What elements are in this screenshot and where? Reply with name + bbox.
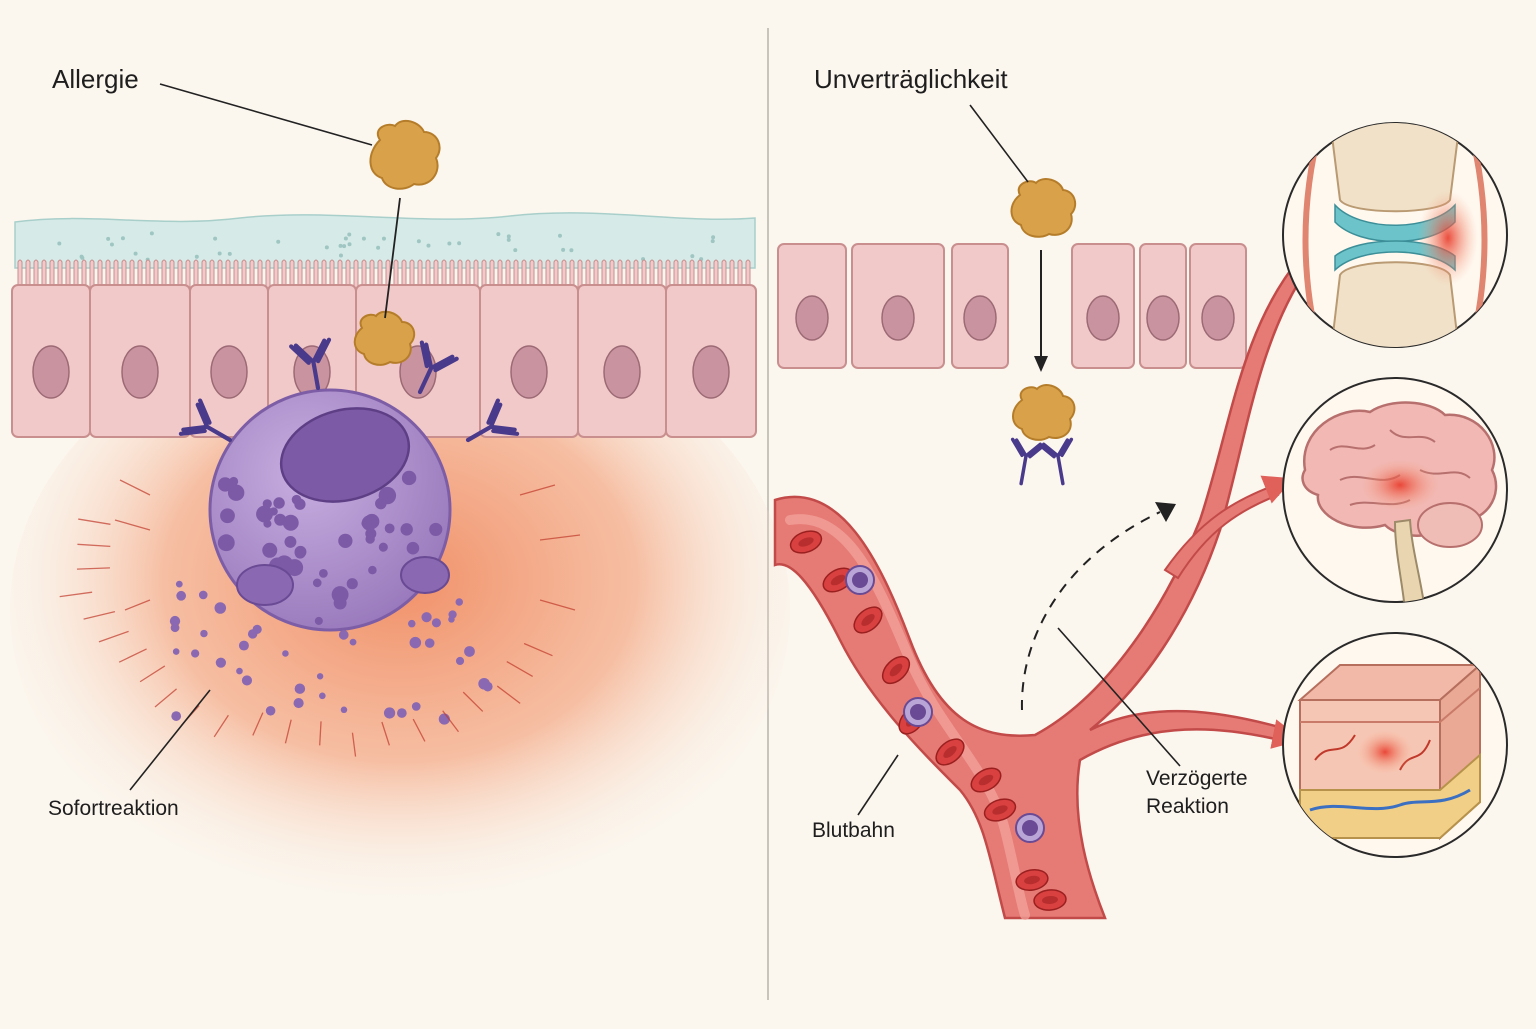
igg-antibodies [1010,437,1074,486]
sofortreaktion-leader-line [129,689,211,791]
microvilli [17,259,751,288]
delayed-reaction-label-line1: Verzögerte [1146,767,1248,790]
allergen-particle [369,119,441,190]
burst-lines [59,479,581,757]
allergen-particle-bound [353,310,416,366]
branch-arrow-brain [1260,475,1294,504]
blood-cells [789,530,1067,911]
left-panel [10,83,790,910]
blutbahn-label: Blutbahn [812,819,895,842]
unvertraeglichkeit-title: Unverträglichkeit [814,64,1008,94]
allergie-leader-line [159,83,373,146]
epithelium-cells-leaky [777,243,1247,369]
blutbahn-leader-line [857,754,899,816]
allergen-path-line [384,197,401,319]
food-particle-bound [1012,384,1076,441]
skin-icon [1282,632,1508,858]
food-particle [1010,178,1077,238]
delayed-reaction-label-line2: Reaktion [1146,795,1229,818]
delayed-reaction-arrow [1020,511,1161,711]
inflammation-area [10,310,790,910]
ige-antibodies [178,337,520,443]
mucus-layer [14,212,756,269]
mast-cell-nucleus [279,407,411,503]
sofortreaktion-label: Sofortreaktion [48,797,179,820]
right-panel [773,104,1508,920]
blood-vessel [773,256,1310,920]
mast-cell [208,388,452,632]
brain-icon [1282,377,1508,603]
released-granules [169,580,493,725]
unvertraeglichkeit-leader-line [969,104,1029,183]
mucus-dots [57,231,716,262]
delayed-reaction-leader-line [1057,627,1181,767]
joint-icon [1282,122,1508,348]
allergie-title: Allergie [52,64,139,94]
